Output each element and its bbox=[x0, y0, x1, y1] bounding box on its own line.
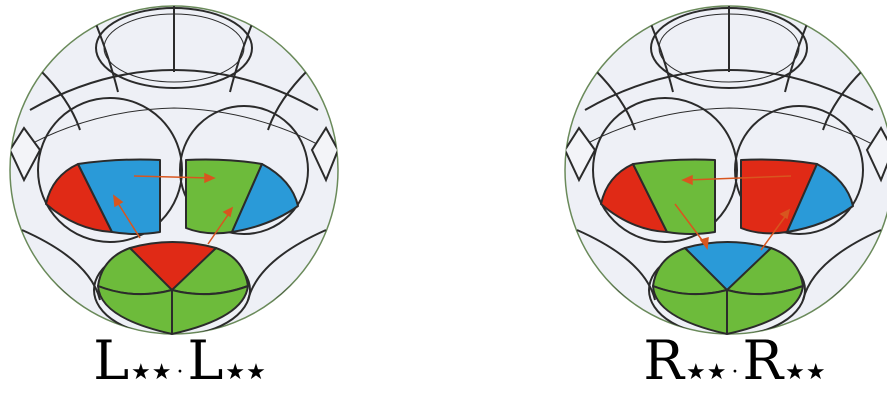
caption-stars: ★★ bbox=[131, 360, 172, 385]
diagram-left: L ★★ · L ★★ bbox=[0, 0, 360, 394]
caption-right: R ★★ · R ★★ bbox=[585, 334, 885, 390]
caption-stars: ★★ bbox=[785, 360, 826, 385]
caption-stars: ★★ bbox=[686, 360, 727, 385]
caption-stars: ★★ bbox=[225, 360, 266, 385]
caption-letter: L bbox=[93, 334, 129, 388]
sphere-puzzle-right bbox=[555, 0, 887, 340]
caption-letter: R bbox=[643, 334, 684, 388]
caption-letter: R bbox=[743, 334, 784, 388]
caption-left: L ★★ · L ★★ bbox=[40, 334, 320, 390]
diagram-right: R ★★ · R ★★ bbox=[555, 0, 887, 394]
caption-letter: L bbox=[188, 334, 224, 388]
caption-dot: · bbox=[732, 360, 739, 385]
sphere-puzzle-left bbox=[0, 0, 360, 340]
caption-dot: · bbox=[177, 360, 184, 385]
